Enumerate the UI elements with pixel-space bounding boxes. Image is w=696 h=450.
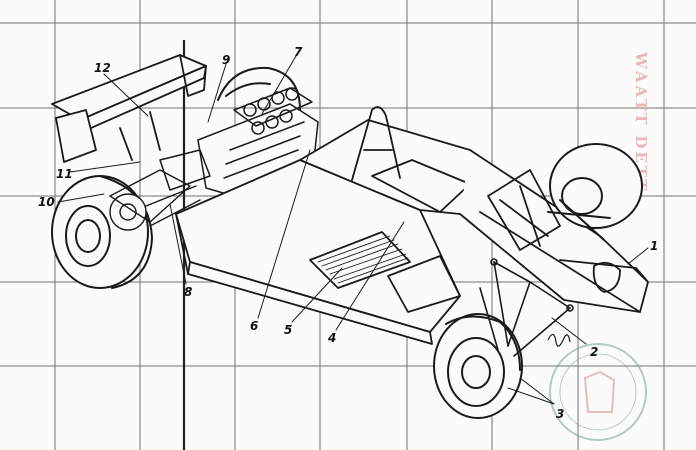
front-left-wheel [433, 313, 523, 419]
leader-lines [57, 55, 649, 405]
seal-stamp [549, 343, 647, 441]
front-suspension [479, 258, 574, 357]
callout-11: 11 [56, 167, 73, 181]
gearbox-assembly [109, 169, 201, 231]
race-car-drawing [51, 54, 649, 419]
callout-labels: 1 2 3 4 5 6 7 8 9 10 11 12 [38, 45, 658, 421]
callout-1: 1 [650, 239, 658, 253]
rear-left-wheel [51, 175, 153, 289]
front-right-wheel [547, 143, 643, 241]
signature-scribble [547, 333, 571, 347]
callout-2: 2 [590, 345, 598, 359]
callout-5: 5 [284, 323, 292, 337]
callout-4: 4 [327, 331, 336, 345]
callout-10: 10 [38, 195, 55, 209]
callout-8: 8 [184, 285, 192, 299]
chassis-monocoque [175, 106, 649, 345]
callout-7: 7 [294, 45, 303, 59]
callout-12: 12 [94, 61, 111, 75]
callout-6: 6 [250, 319, 258, 333]
watermark-text: WAATT DETT [632, 51, 650, 194]
callout-3: 3 [556, 407, 564, 421]
callout-9: 9 [222, 53, 230, 67]
rear-wing [51, 54, 207, 163]
